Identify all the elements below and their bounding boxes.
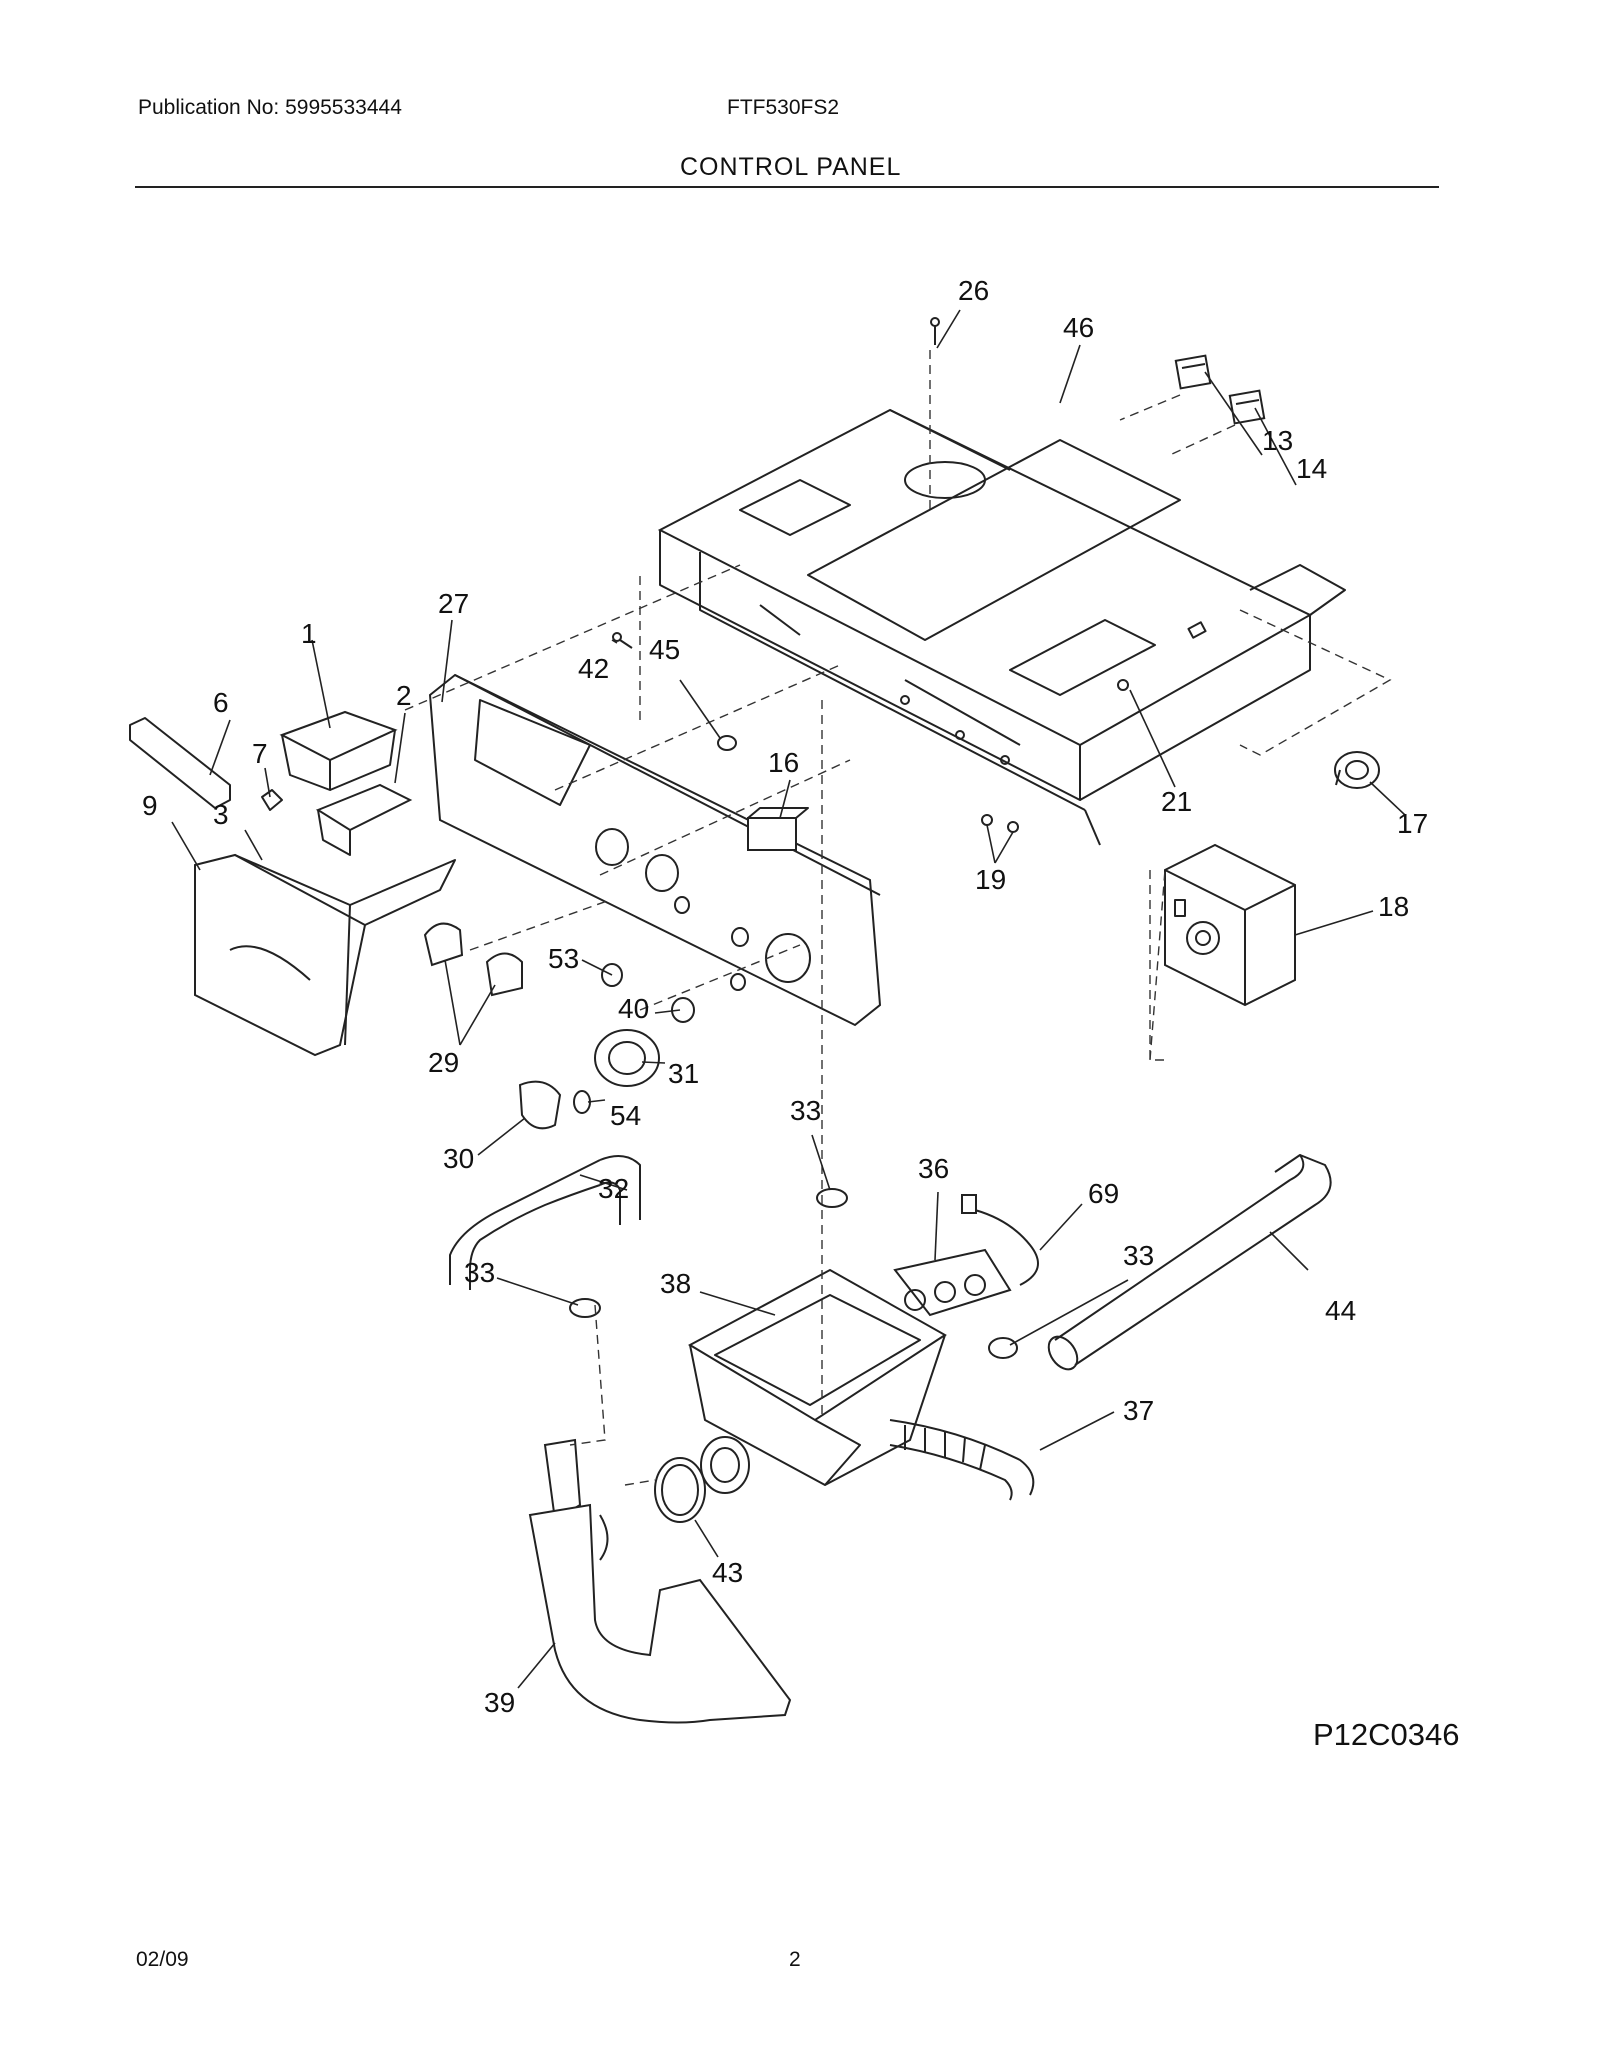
selector-knobs bbox=[423, 922, 695, 1130]
assembly-lines bbox=[404, 350, 1392, 1486]
callout-6: 6 bbox=[213, 687, 229, 718]
callout-45: 45 bbox=[649, 634, 680, 665]
inlet-hose-32 bbox=[449, 1155, 641, 1290]
callout-36: 36 bbox=[918, 1153, 949, 1184]
hose-clamps bbox=[569, 1188, 1018, 1359]
footer-page-number: 2 bbox=[789, 1948, 801, 1971]
figure-code: P12C0346 bbox=[1313, 1717, 1460, 1752]
callout-33-left: 33 bbox=[464, 1257, 495, 1288]
callout-16: 16 bbox=[768, 747, 799, 778]
drawer-spring-7 bbox=[261, 789, 283, 811]
callout-27: 27 bbox=[438, 588, 469, 619]
callout-54: 54 bbox=[610, 1100, 641, 1131]
hose-37 bbox=[889, 1419, 1035, 1501]
wire-harness-69 bbox=[961, 1194, 1039, 1286]
callout-26: 26 bbox=[958, 275, 989, 306]
callout-17: 17 bbox=[1397, 808, 1428, 839]
callout-3: 3 bbox=[213, 799, 229, 830]
callout-40: 40 bbox=[618, 993, 649, 1024]
callout-44: 44 bbox=[1325, 1295, 1356, 1326]
callout-43: 43 bbox=[712, 1557, 743, 1588]
leader-lines bbox=[171, 309, 1406, 1689]
drain-bellows bbox=[528, 1438, 792, 1724]
callout-13: 13 bbox=[1262, 425, 1293, 456]
callout-7: 7 bbox=[252, 738, 268, 769]
pressure-switch bbox=[1334, 751, 1380, 789]
relay-14 bbox=[1228, 389, 1266, 425]
callout-38: 38 bbox=[660, 1268, 691, 1299]
dispenser-insert-1 bbox=[279, 710, 398, 791]
callout-29: 29 bbox=[428, 1047, 459, 1078]
callout-53: 53 bbox=[548, 943, 579, 974]
dispenser-housing bbox=[687, 1268, 947, 1494]
dispenser-insert-2 bbox=[315, 783, 413, 856]
callout-30: 30 bbox=[443, 1143, 474, 1174]
callout-39: 39 bbox=[484, 1687, 515, 1718]
callout-14: 14 bbox=[1296, 453, 1327, 484]
publication-number: Publication No: 5995533444 bbox=[138, 96, 402, 119]
callout-42: 42 bbox=[578, 653, 609, 684]
callout-31: 31 bbox=[668, 1058, 699, 1089]
control-panel-frame bbox=[657, 408, 1346, 846]
callout-69: 69 bbox=[1088, 1178, 1119, 1209]
callout-33-top: 33 bbox=[790, 1095, 821, 1126]
footer-date: 02/09 bbox=[136, 1948, 189, 1971]
drawer-guide-6 bbox=[129, 717, 231, 809]
callout-labels: 26 46 13 14 27 1 2 6 7 9 3 42 45 16 21 1… bbox=[142, 275, 1428, 1718]
callout-18: 18 bbox=[1378, 891, 1409, 922]
callout-32: 32 bbox=[598, 1173, 629, 1204]
relay-13 bbox=[1174, 354, 1212, 390]
callout-19: 19 bbox=[975, 864, 1006, 895]
callout-2: 2 bbox=[396, 680, 412, 711]
water-valve bbox=[893, 1248, 1012, 1317]
drain-hose-44 bbox=[1047, 1154, 1332, 1371]
control-module bbox=[1164, 843, 1296, 1007]
callout-33-right: 33 bbox=[1123, 1240, 1154, 1271]
callout-9: 9 bbox=[142, 790, 158, 821]
section-title: CONTROL PANEL bbox=[680, 153, 902, 181]
callout-37: 37 bbox=[1123, 1395, 1154, 1426]
screws bbox=[612, 317, 1129, 833]
model-number: FTF530FS2 bbox=[727, 96, 840, 119]
callout-21: 21 bbox=[1161, 786, 1192, 817]
lock-relay bbox=[747, 807, 809, 851]
header-rule bbox=[135, 186, 1439, 188]
bellows-seal bbox=[654, 1457, 706, 1523]
callout-46: 46 bbox=[1063, 312, 1094, 343]
callout-1: 1 bbox=[301, 618, 317, 649]
dispenser-drawer bbox=[194, 853, 456, 1057]
